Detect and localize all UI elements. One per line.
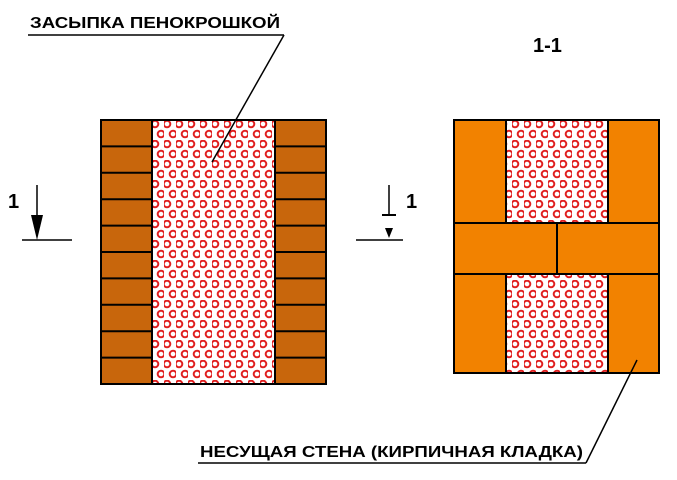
section-title: 1-1 bbox=[533, 35, 562, 57]
section-mark-left-number: 1 bbox=[8, 191, 19, 213]
section-mark-right: 1 bbox=[356, 185, 417, 241]
foam-backfill-pattern bbox=[151, 119, 276, 385]
brick-joints bbox=[101, 145, 326, 359]
section-header-brick-1 bbox=[453, 222, 558, 275]
arrow-down-icon bbox=[385, 228, 393, 238]
section-mark-left: 1 bbox=[8, 185, 72, 241]
callout-bearing-wall-text: НЕСУЩАЯ СТЕНА (КИРПИЧНАЯ КЛАДКА) bbox=[200, 444, 583, 461]
arrow-down-icon bbox=[31, 215, 43, 240]
wall-elevation bbox=[100, 119, 327, 385]
callout-backfill: ЗАСЫПКА ПЕНОКРОШКОЙ bbox=[28, 14, 285, 163]
callout-bearing-wall: НЕСУЩАЯ СТЕНА (КИРПИЧНАЯ КЛАДКА) bbox=[198, 359, 638, 464]
callout-backfill-text: ЗАСЫПКА ПЕНОКРОШКОЙ bbox=[30, 14, 280, 32]
section-header-brick-2 bbox=[556, 222, 660, 275]
wall-section bbox=[453, 119, 660, 374]
section-mark-right-number: 1 bbox=[406, 191, 417, 213]
section-outline bbox=[453, 119, 660, 374]
